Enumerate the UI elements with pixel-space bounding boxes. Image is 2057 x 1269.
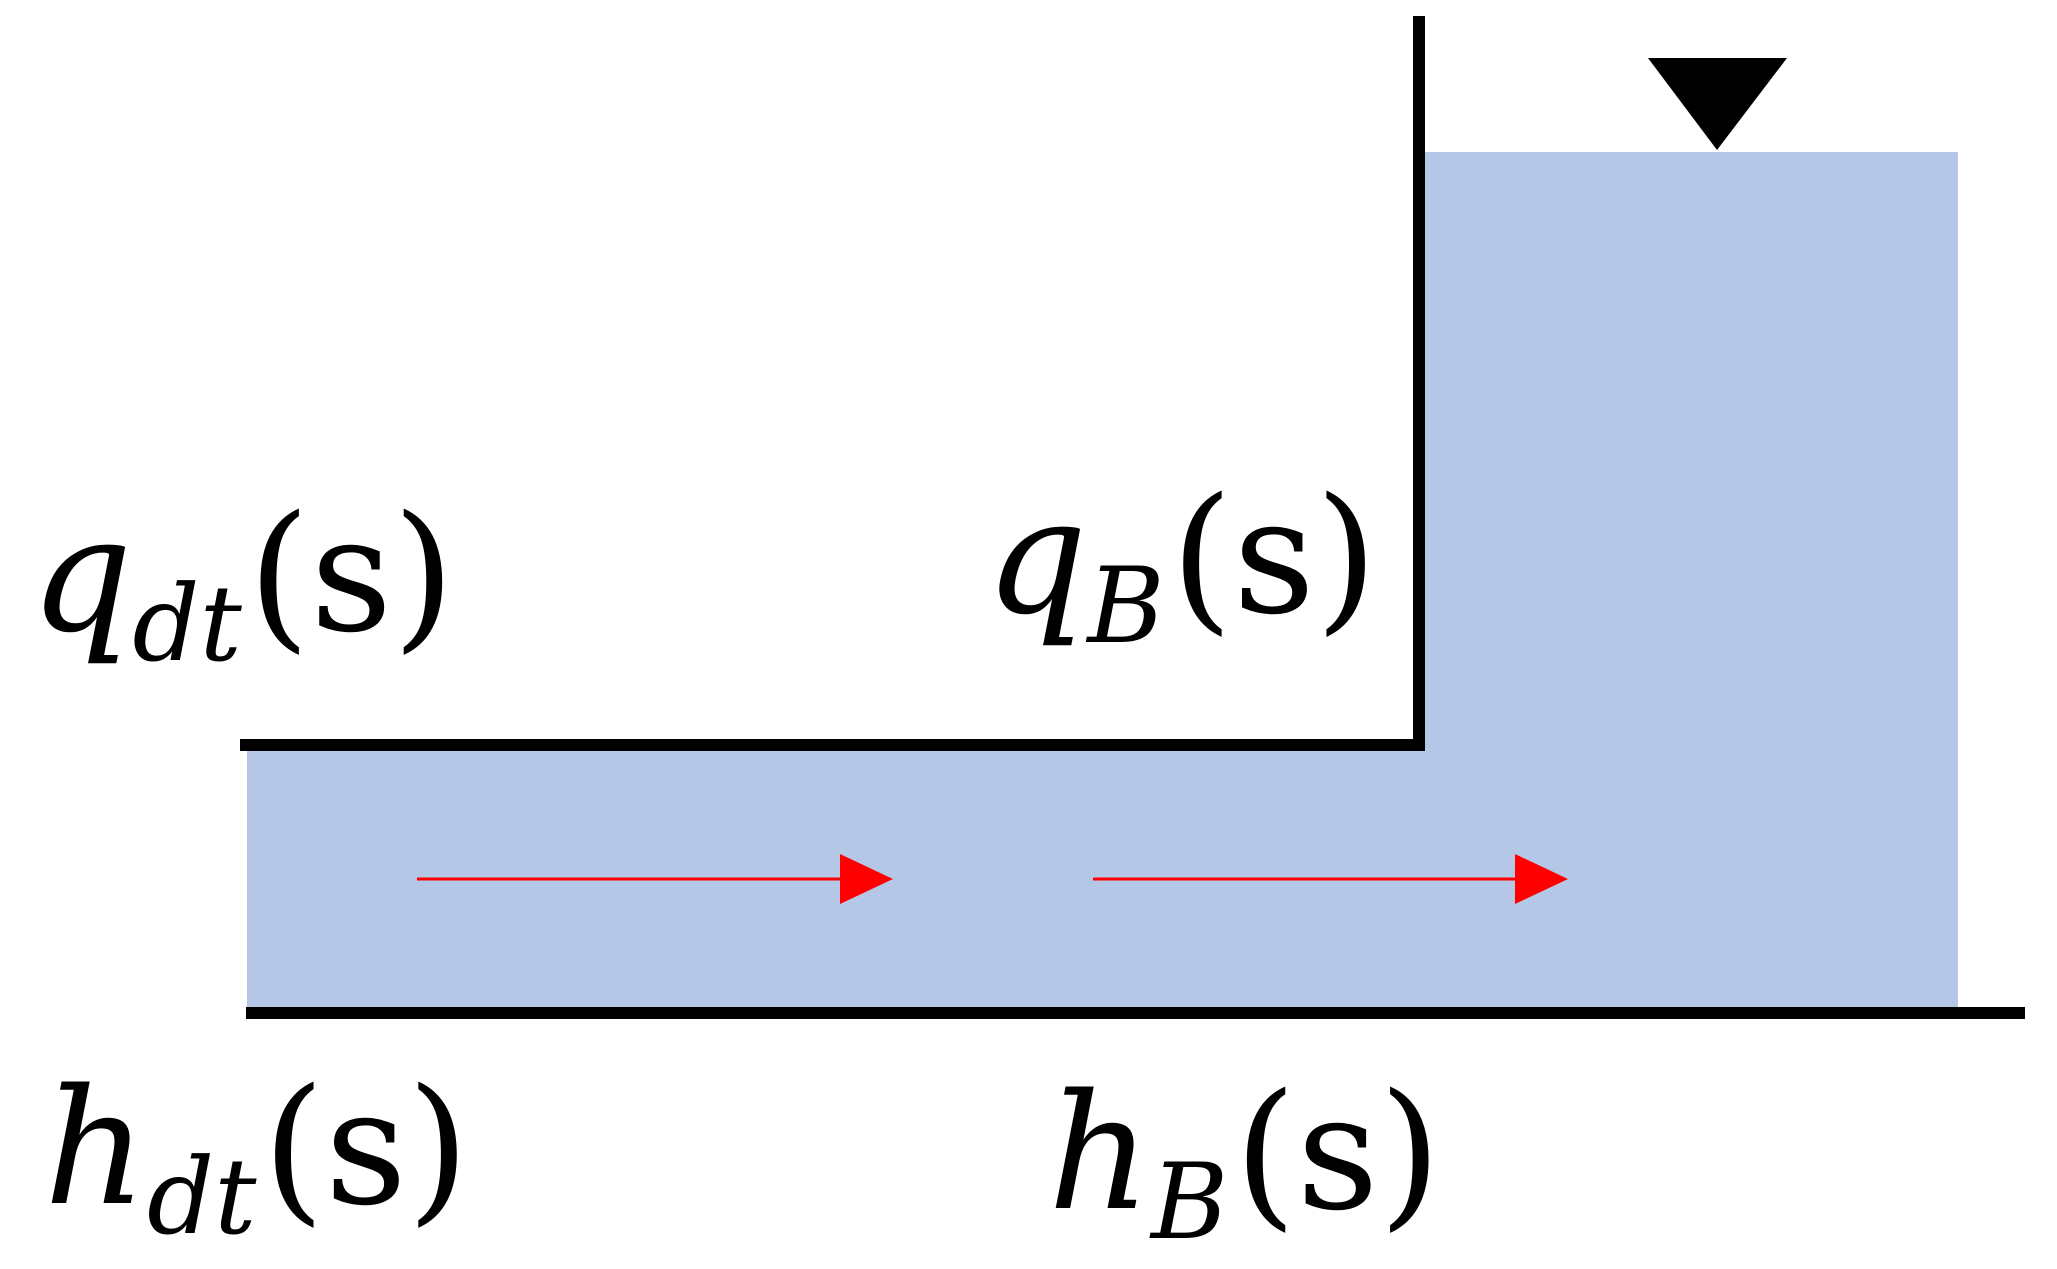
label-h-b: hB(s) <box>1048 1059 1441 1263</box>
label-q-dt: qdt(s) <box>30 481 455 685</box>
label-h-dt: hdt(s) <box>44 1054 469 1258</box>
label-q-b: qB(s) <box>985 463 1378 667</box>
water-level-triangle-icon <box>1648 58 1787 150</box>
arrow-right-icon <box>417 854 893 904</box>
arrow-right-icon <box>1093 854 1568 904</box>
channel-top-wall <box>240 16 1425 751</box>
water-body <box>247 152 1958 1007</box>
